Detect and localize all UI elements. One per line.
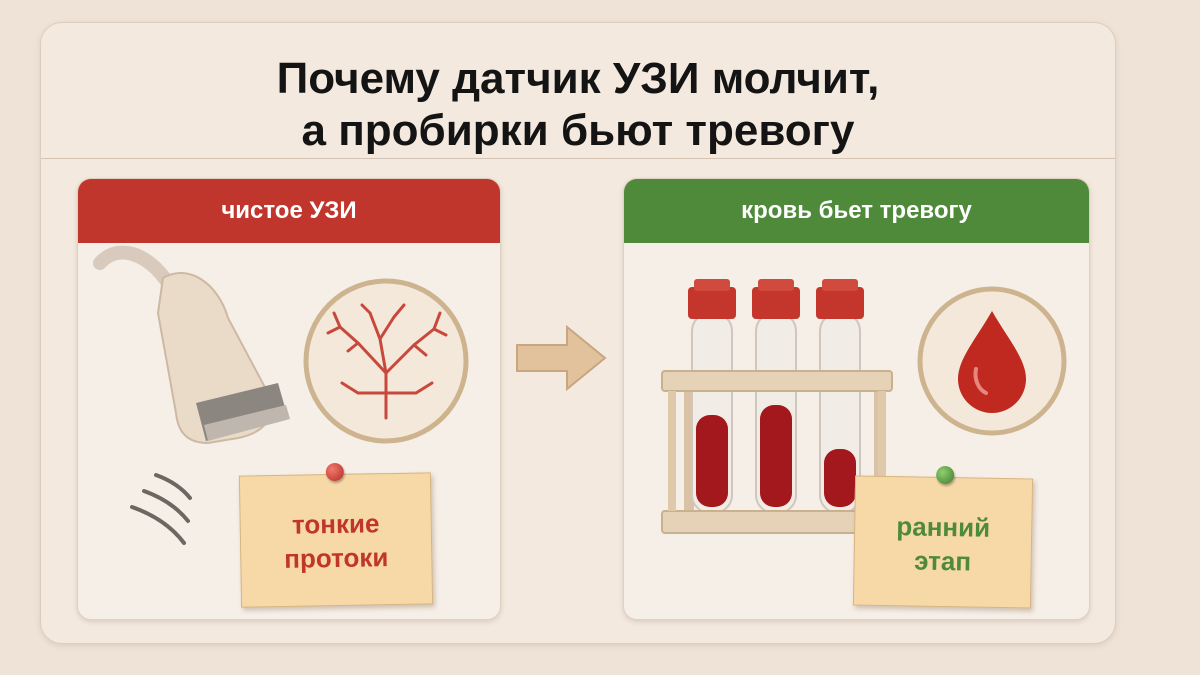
- note-line-2: протоки: [284, 542, 389, 574]
- infographic-frame: Почему датчик УЗИ молчит, а пробирки бью…: [40, 22, 1116, 644]
- note-line-1: ранний: [896, 511, 991, 543]
- thin-ducts-note: тонкие протоки: [238, 462, 434, 608]
- note-line-1: тонкие: [291, 508, 380, 540]
- right-panel-header: кровь бьет тревогу: [624, 179, 1089, 243]
- green-pin-icon: [936, 465, 955, 485]
- note-line-2: этап: [913, 545, 972, 577]
- left-panel-header: чистое УЗИ: [78, 179, 500, 243]
- signal-waves-icon: [130, 473, 192, 545]
- clean-ultrasound-panel: чистое УЗИ: [77, 178, 501, 620]
- right-arrow-icon: [516, 324, 607, 392]
- title-line-2: а пробирки бьют тревогу: [301, 106, 855, 155]
- left-panel-illustration: [93, 245, 469, 545]
- title-divider: [41, 158, 1115, 159]
- red-pin-icon: [325, 462, 344, 482]
- blood-alarm-panel: кровь бьет тревогу: [623, 178, 1090, 620]
- ultrasound-probe-icon: [93, 245, 290, 445]
- title-line-1: Почему датчик УЗИ молчит,: [276, 54, 880, 103]
- page-title: Почему датчик УЗИ молчит, а пробирки бью…: [41, 53, 1115, 157]
- early-stage-note: ранний этап: [852, 465, 1034, 609]
- blood-drop-icon: [917, 286, 1067, 436]
- bile-ducts-tree-icon: [303, 278, 469, 444]
- test-tubes-rack-icon: [661, 279, 893, 534]
- right-panel-illustration: [661, 279, 1067, 534]
